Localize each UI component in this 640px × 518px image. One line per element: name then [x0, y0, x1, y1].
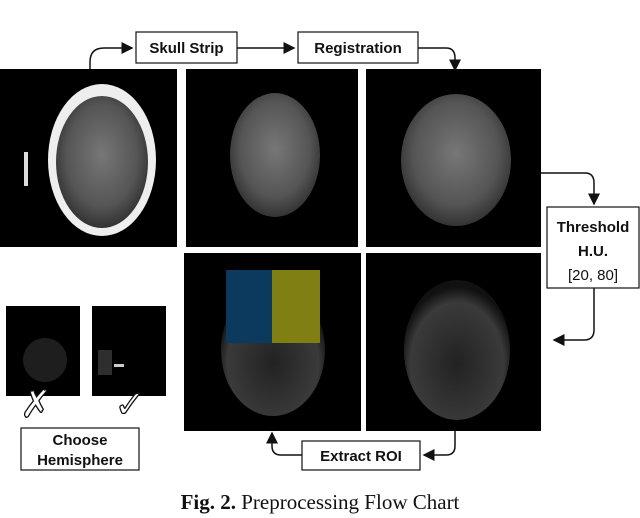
svg-text:Skull Strip: Skull Strip	[149, 40, 223, 57]
skull-stripped-panel	[186, 69, 358, 247]
svg-text:Hemisphere: Hemisphere	[37, 452, 123, 469]
skull-strip-box: Skull Strip	[135, 31, 238, 64]
thresholded-panel	[366, 253, 541, 431]
svg-text:Extract ROI: Extract ROI	[320, 448, 402, 465]
svg-text:H.U.: H.U.	[578, 243, 608, 260]
caption-text: Preprocessing Flow Chart	[241, 490, 459, 514]
raw-ct-panel	[0, 69, 177, 247]
svg-text:✓: ✓	[114, 382, 146, 426]
caption-label: Fig. 2.	[181, 490, 236, 514]
roi-left-hemisphere	[226, 270, 272, 343]
svg-text:Choose: Choose	[52, 432, 107, 449]
choose-hemisphere-box: Choose Hemisphere	[20, 427, 140, 471]
registered-panel	[366, 69, 541, 247]
cross-mark-icon: ✗	[19, 381, 52, 426]
roi-right-hemisphere	[272, 270, 320, 343]
roi-panel	[184, 253, 361, 431]
registration-box: Registration	[297, 31, 419, 64]
svg-text:Threshold: Threshold	[557, 219, 630, 236]
check-mark-icon: ✓	[113, 381, 146, 426]
figure-caption: Fig. 2. Preprocessing Flow Chart	[181, 490, 460, 514]
svg-text:[20, 80]: [20, 80]	[568, 267, 618, 284]
extract-roi-box: Extract ROI	[301, 440, 421, 471]
threshold-box: Threshold H.U. [20, 80]	[546, 206, 640, 289]
svg-text:Registration: Registration	[314, 40, 402, 57]
flow-arrows	[89, 42, 600, 461]
svg-text:✗: ✗	[20, 382, 52, 426]
